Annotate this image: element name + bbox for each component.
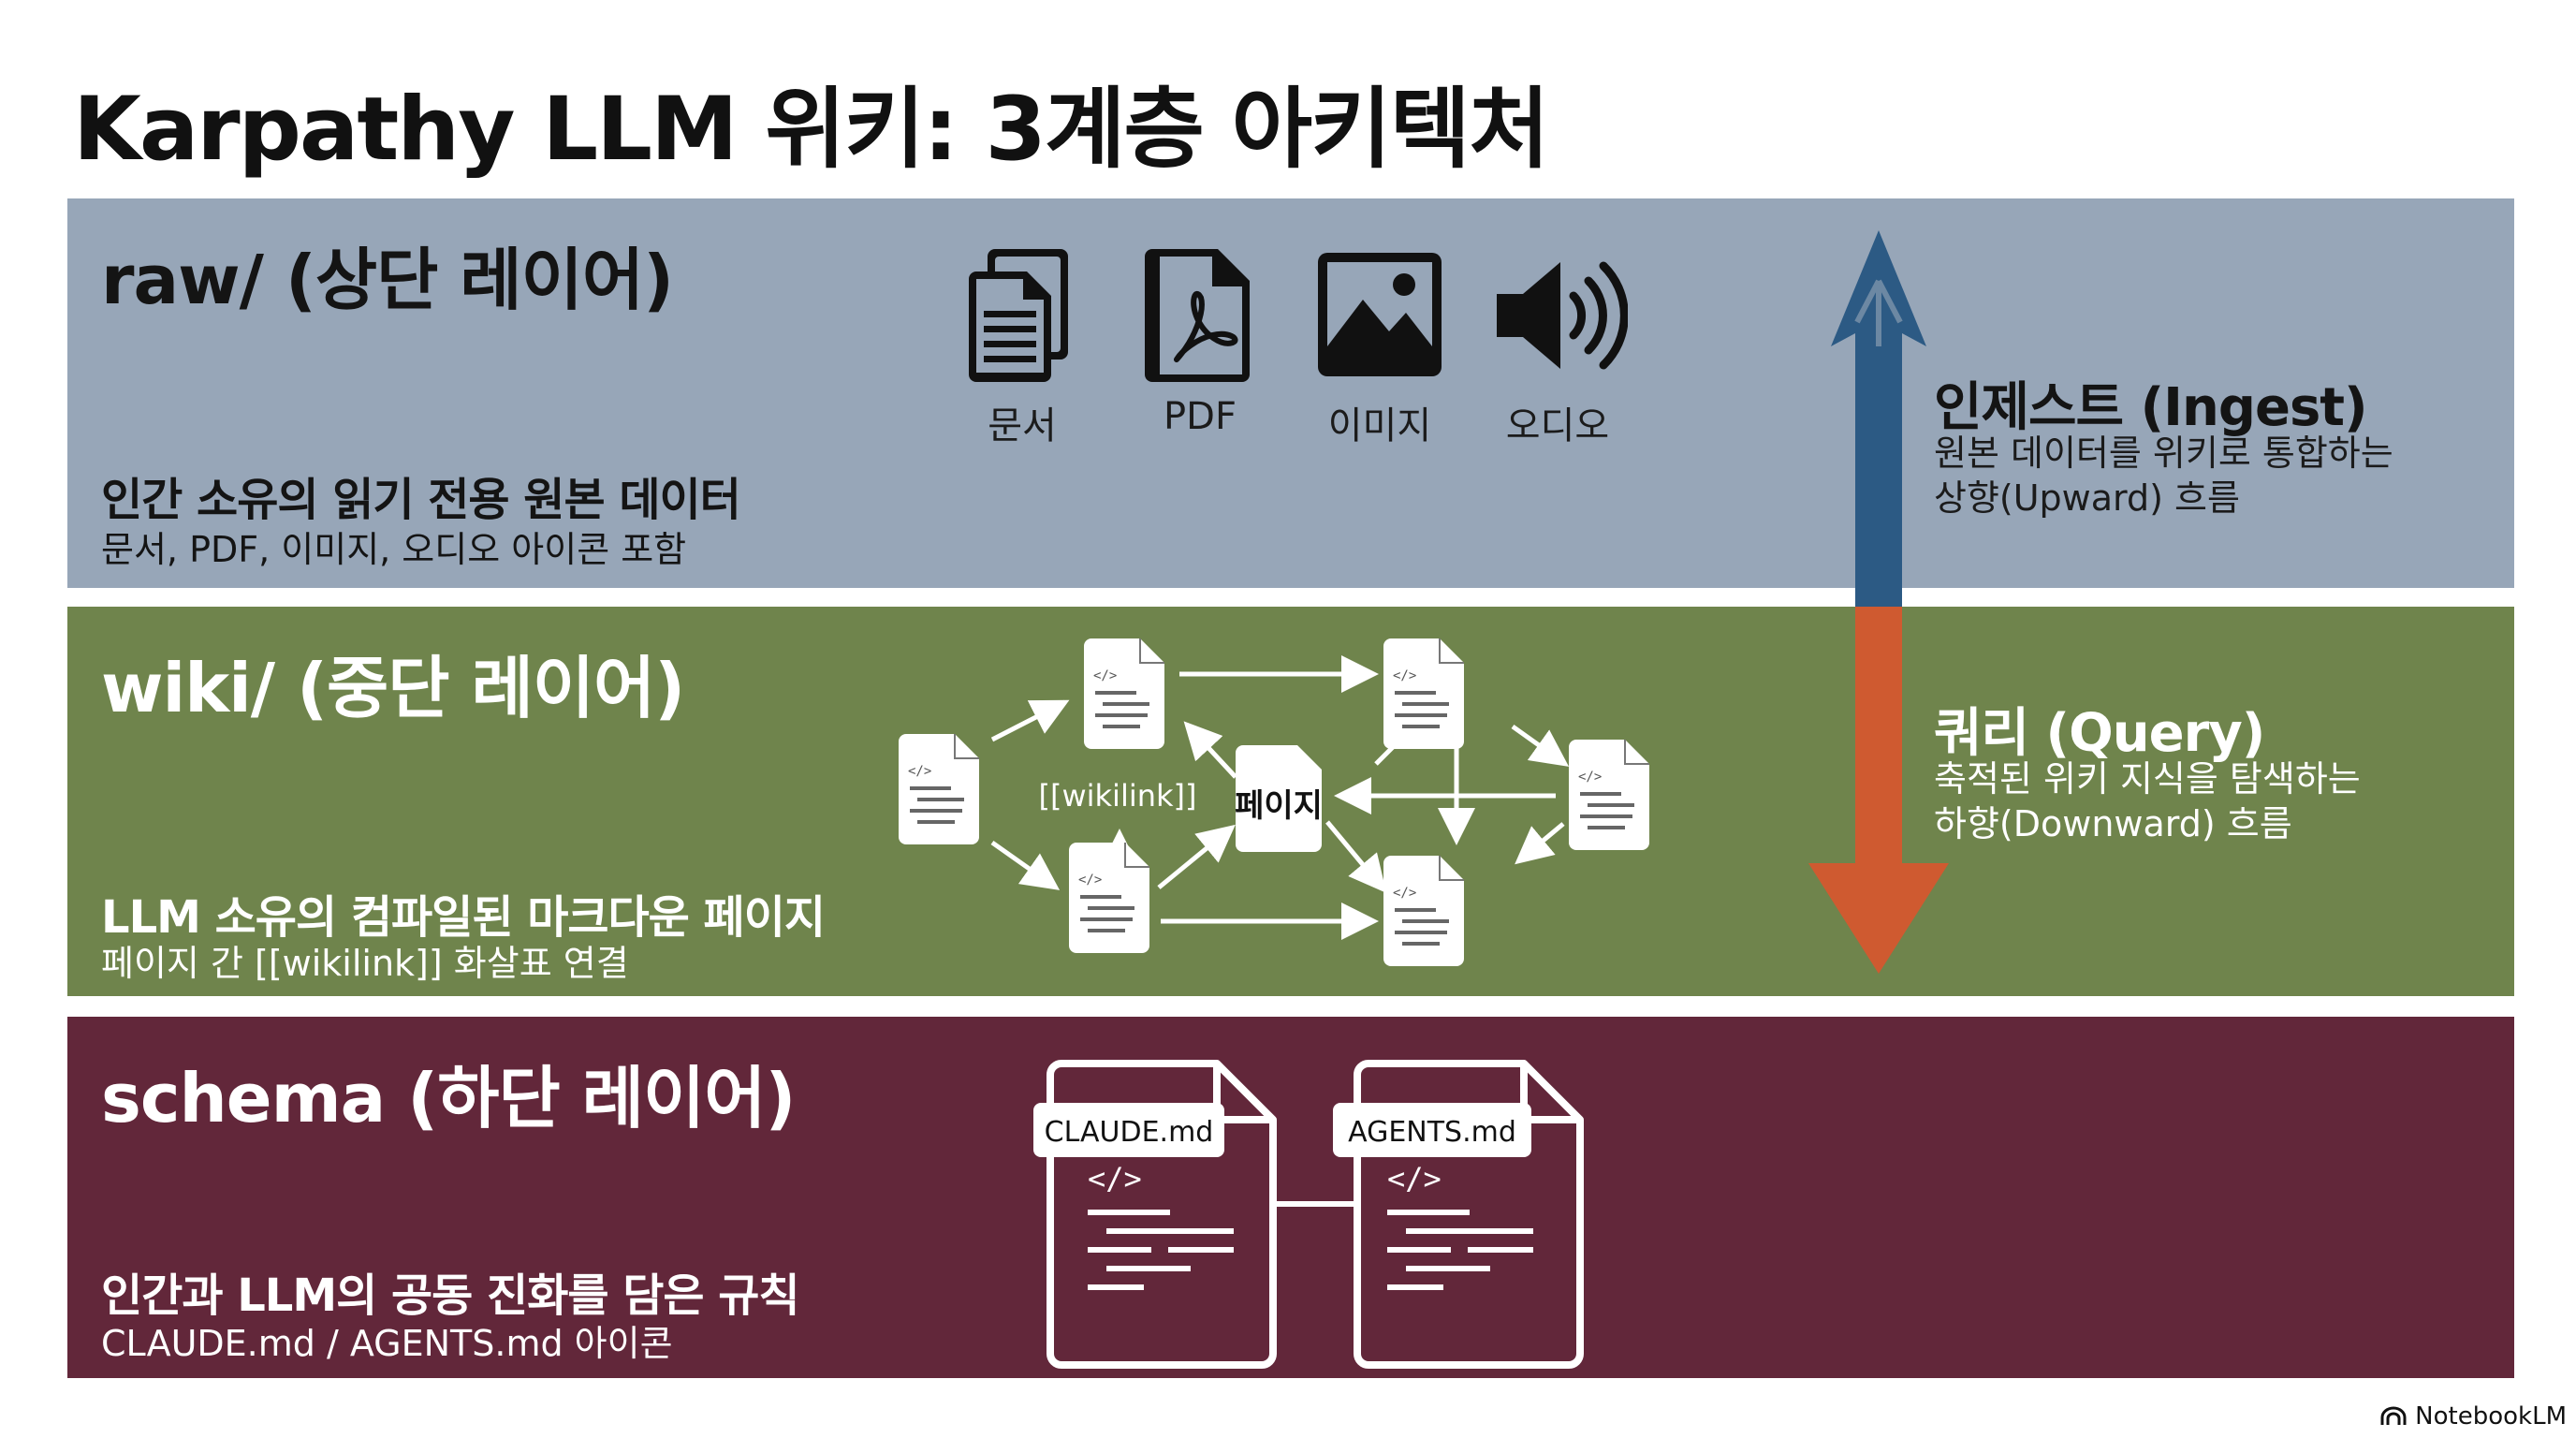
query-flow-title: 쿼리 (Query) <box>1934 703 2265 764</box>
wiki-page-icon: </> <box>1383 638 1465 750</box>
audio-icon <box>1497 261 1628 370</box>
wikilink-graph: </> </> </> </> </> </> 페이지 [[wikilink]] <box>898 638 1650 967</box>
wikilink-arrow <box>1511 724 1570 767</box>
ingest-desc-line2: 상향(Upward) 흐름 <box>1934 477 2240 519</box>
raw-layer-title: raw/ (상단 레이어) <box>101 241 674 319</box>
claude-file-icon: CLAUDE.md </> <box>1033 1060 1277 1369</box>
wikilink-arrow <box>990 699 1070 742</box>
pdf-icon <box>1145 249 1250 382</box>
query-flow-description: 축적된 위키 지식을 탐색하는 하향(Downward) 흐름 <box>1934 756 2361 846</box>
raw-pdf-item: PDF <box>1125 245 1275 438</box>
wiki-page-icon: </> <box>1568 739 1650 851</box>
audio-label: 오디오 <box>1505 404 1610 448</box>
center-page-label: 페이지 <box>1235 787 1323 825</box>
documents-label: 문서 <box>988 404 1057 448</box>
wiki-layer: wiki/ (중단 레이어) <box>67 607 2514 996</box>
wikilink-arrow <box>1325 820 1387 893</box>
schema-layer-subtitle: CLAUDE.md / AGENTS.md 아이콘 <box>101 1323 673 1364</box>
raw-layer: raw/ (상단 레이어) 문서 PDF 이미지 <box>67 198 2514 588</box>
notebooklm-logo-icon <box>2380 1406 2407 1425</box>
code-icon: </> <box>1578 770 1602 785</box>
image-icon <box>1318 253 1442 376</box>
notebooklm-brand-label: NotebookLM <box>2415 1402 2567 1431</box>
schema-layer-title: schema (하단 레이어) <box>101 1059 796 1137</box>
raw-image-item: 이미지 <box>1305 245 1455 449</box>
wiki-page-icon: </> <box>898 733 980 845</box>
agents-file-icon: AGENTS.md </> <box>1333 1060 1584 1369</box>
documents-icon <box>969 249 1068 382</box>
pdf-label: PDF <box>1164 395 1237 438</box>
wikilink-arrow <box>1515 822 1565 865</box>
schema-files: CLAUDE.md </> AGENTS.md </> <box>1033 1060 1584 1369</box>
raw-layer-heading: 인간 소유의 읽기 전용 원본 데이터 <box>101 474 741 526</box>
agents-file-label: AGENTS.md <box>1348 1116 1516 1149</box>
ingest-desc-line1: 원본 데이터를 위키로 통합하는 <box>1934 433 2393 474</box>
code-icon: </> <box>908 764 931 779</box>
code-icon: </> <box>1393 886 1416 901</box>
wiki-center-page: 페이지 <box>1235 745 1323 852</box>
wikilink-arrow <box>1183 721 1237 779</box>
ingest-flow-title: 인제스트 (Ingest) <box>1934 377 2368 438</box>
code-icon: </> <box>1387 1161 1442 1196</box>
wiki-page-icon: </> <box>1083 638 1165 750</box>
wiki-layer-subtitle: 페이지 간 [[wikilink]] 화살표 연결 <box>101 943 629 984</box>
page-title: Karpathy LLM 위키: 3계층 아키텍처 <box>73 79 1550 181</box>
wiki-layer-title: wiki/ (중단 레이어) <box>101 649 685 727</box>
schema-layer-heading: 인간과 LLM의 공동 진화를 담은 규칙 <box>101 1269 800 1322</box>
wiki-page-icon: </> <box>1383 855 1465 967</box>
wikilink-arrow <box>990 840 1061 890</box>
wiki-arrows <box>990 655 1570 940</box>
query-desc-line1: 축적된 위키 지식을 탐색하는 <box>1934 758 2361 800</box>
code-icon: </> <box>1093 668 1117 683</box>
query-desc-line2: 하향(Downward) 흐름 <box>1934 803 2292 844</box>
wiki-page-icon: </> <box>1068 842 1150 954</box>
claude-file-label: CLAUDE.md <box>1045 1116 1214 1149</box>
notebooklm-brand: NotebookLM <box>2379 1402 2567 1431</box>
code-icon: </> <box>1088 1161 1142 1196</box>
raw-audio-item: 오디오 <box>1483 245 1632 449</box>
wikilink-label: [[wikilink]] <box>1038 778 1196 814</box>
schema-layer: schema (하단 레이어) CLAUDE.md </> AGENTS.md … <box>67 1017 2514 1378</box>
code-icon: </> <box>1393 668 1416 683</box>
image-label: 이미지 <box>1327 404 1432 448</box>
code-icon: </> <box>1078 873 1102 888</box>
raw-layer-subtitle: 문서, PDF, 이미지, 오디오 아이콘 포함 <box>101 529 687 570</box>
ingest-flow-description: 원본 데이터를 위키로 통합하는 상향(Upward) 흐름 <box>1934 431 2393 521</box>
wikilink-arrow <box>1157 824 1236 889</box>
wiki-layer-heading: LLM 소유의 컴파일된 마크다운 페이지 <box>101 891 826 944</box>
raw-documents-item: 문서 <box>947 245 1097 449</box>
